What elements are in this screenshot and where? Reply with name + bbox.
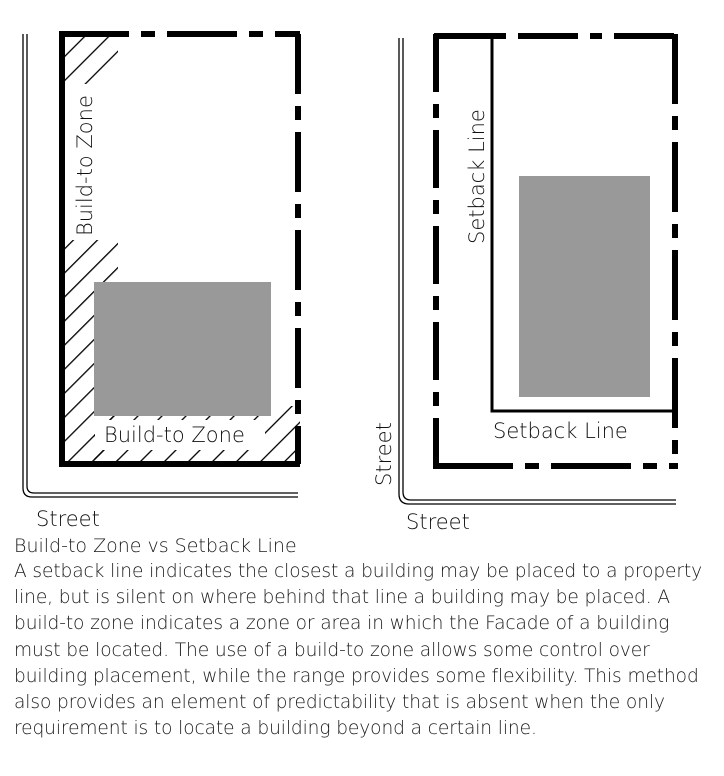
street-label-horizontal: Street xyxy=(406,510,470,534)
building-footprint xyxy=(94,282,271,416)
street-curb-line-inner xyxy=(26,34,298,494)
street-curb-line-right xyxy=(398,38,676,505)
build-to-zone-horizontal-label: Build-to Zone xyxy=(104,423,245,447)
setback-line-vertical-label: Setback Line xyxy=(465,109,489,244)
setback-line xyxy=(490,36,676,413)
property-line-solid xyxy=(59,34,300,467)
street-curb-line xyxy=(22,34,298,498)
caption: Build-to Zone vs Setback Line A setback … xyxy=(14,534,718,742)
setback-line-diagram: Setback Line Setback Line Street Street xyxy=(372,33,678,534)
setback-line-horizontal-label: Setback Line xyxy=(493,419,628,443)
caption-title: Build-to Zone vs Setback Line xyxy=(14,535,297,557)
caption-body: A setback line indicates the closest a b… xyxy=(14,561,703,740)
street-label-left: Street xyxy=(36,507,100,531)
zoning-diagram: Build-to Zone Build-to Zone Street Setba… xyxy=(22,31,678,534)
build-to-zone-diagram: Build-to Zone Build-to Zone Street xyxy=(22,31,301,531)
building-footprint-right xyxy=(519,176,650,397)
street-curb-line-right-inner xyxy=(402,38,676,501)
build-to-zone-vertical-label: Build-to Zone xyxy=(73,95,97,236)
street-label-vertical: Street xyxy=(372,422,396,486)
